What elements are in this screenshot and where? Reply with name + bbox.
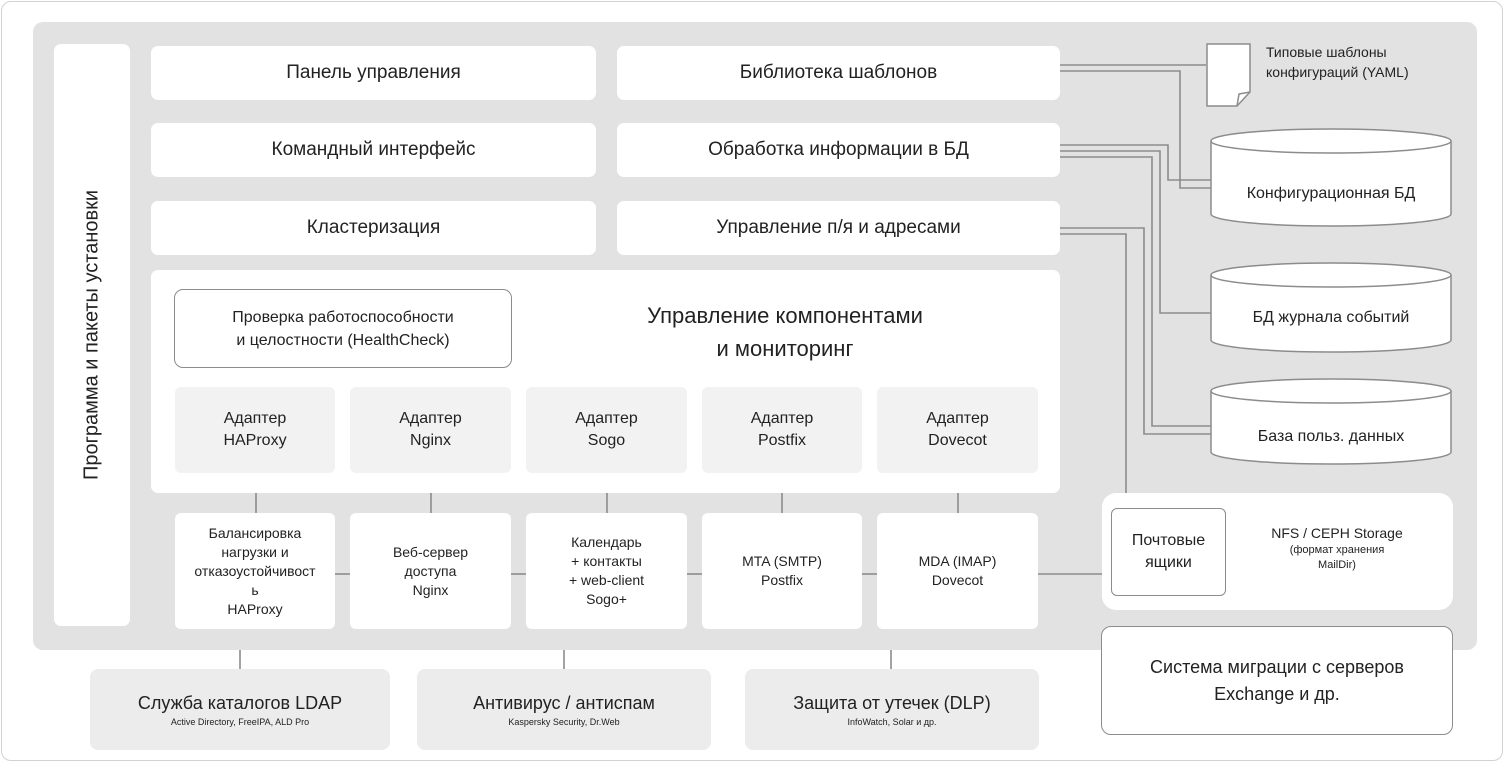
db-processing-box: Обработка информации в БД [617,123,1060,177]
component-sogo: Календарь + контакты + web-client Sogo+ [526,513,687,629]
component-dovecot-label: MDA (IMAP) Dovecot [918,553,997,588]
external-dlp-title: Защита от утечек (DLP) [793,692,991,713]
db-processing-label: Обработка информации в БД [708,139,969,160]
template-library-label: Библиотека шаблонов [739,62,938,83]
component-postfix-label: MTA (SMTP) Postfix [742,553,822,588]
adapter-postfix: Адаптер Postfix [702,387,862,473]
storage-text: NFS / CEPH Storage (формат хранения Mail… [1232,525,1442,573]
clustering-label: Кластеризация [306,217,441,238]
external-dlp-subtitle: InfoWatch, Solar и др. [847,716,937,727]
db-events-label: БД журнала событий [1253,309,1410,326]
database-userdata [1210,378,1452,465]
document-icon [1206,43,1251,107]
template-library-box: Библиотека шаблонов [617,46,1060,100]
templates-doc-label: Типовые шаблоны конфигураций (YAML) [1266,44,1409,80]
cli-label: Командный интерфейс [271,139,476,160]
storage-subtitle: (формат хранения MailDir) [1289,544,1385,571]
install-panel-label: Программа и пакеты установки [80,189,103,481]
mailbox-management-label: Управление п/я и адресами [716,217,961,238]
adapter-sogo: Адаптер Sogo [526,387,687,473]
component-haproxy-label: Балансировка нагрузки и отказоустойчивос… [194,524,316,617]
healthcheck-label: Проверка работоспособности и целостности… [232,308,454,349]
storage-title: NFS / CEPH Storage [1271,525,1403,541]
healthcheck-box: Проверка работоспособности и целостности… [174,289,512,368]
component-postfix: MTA (SMTP) Postfix [702,513,862,629]
control-panel-box: Панель управления [151,46,596,100]
migration-box: Система миграции с серверов Exchange и д… [1101,626,1453,735]
adapter-nginx-label: Адаптер Nginx [399,410,462,449]
external-ldap-title: Служба каталогов LDAP [137,692,343,713]
adapter-dovecot: Адаптер Dovecot [877,387,1038,473]
adapter-haproxy: Адаптер HAProxy [175,387,335,473]
cli-box: Командный интерфейс [151,123,596,177]
external-ldap-subtitle: Active Directory, FreeIPA, ALD Pro [170,716,310,727]
component-dovecot: MDA (IMAP) Dovecot [877,513,1038,629]
external-ldap: Служба каталогов LDAP Active Directory, … [90,669,390,750]
clustering-box: Кластеризация [151,201,596,255]
adapter-haproxy-label: Адаптер HAProxy [223,410,287,449]
component-nginx: Веб-сервер доступа Nginx [350,513,511,629]
external-antivirus-subtitle: Kaspersky Security, Dr.Web [508,716,620,727]
install-panel: Программа и пакеты установки [54,44,130,626]
control-panel-label: Панель управления [286,62,461,83]
adapter-postfix-label: Адаптер Postfix [750,410,814,449]
external-antivirus-title: Антивирус / антиспам [473,692,655,713]
component-sogo-label: Календарь + контакты + web-client Sogo+ [568,534,645,607]
adapter-sogo-label: Адаптер Sogo [575,410,638,449]
external-antivirus: Антивирус / антиспам Kaspersky Security,… [417,669,711,750]
db-userdata-label: База польз. данных [1258,428,1404,445]
component-haproxy: Балансировка нагрузки и отказоустойчивос… [175,513,335,629]
adapter-nginx: Адаптер Nginx [350,387,511,473]
mailboxes-label: Почтовые ящики [1131,532,1206,571]
mailboxes-box: Почтовые ящики [1111,508,1226,596]
component-nginx-label: Веб-сервер доступа Nginx [392,543,469,598]
adapter-dovecot-label: Адаптер Dovecot [926,410,989,449]
mailbox-management-box: Управление п/я и адресами [617,201,1060,255]
db-config-label: Конфигурационная БД [1247,185,1416,202]
component-management-title: Управление компонентами и мониторинг [647,303,923,361]
database-events [1210,262,1452,353]
migration-label: Система миграции с серверов Exchange и д… [1150,656,1404,704]
external-dlp: Защита от утечек (DLP) InfoWatch, Solar … [745,669,1039,750]
database-config [1210,128,1452,227]
